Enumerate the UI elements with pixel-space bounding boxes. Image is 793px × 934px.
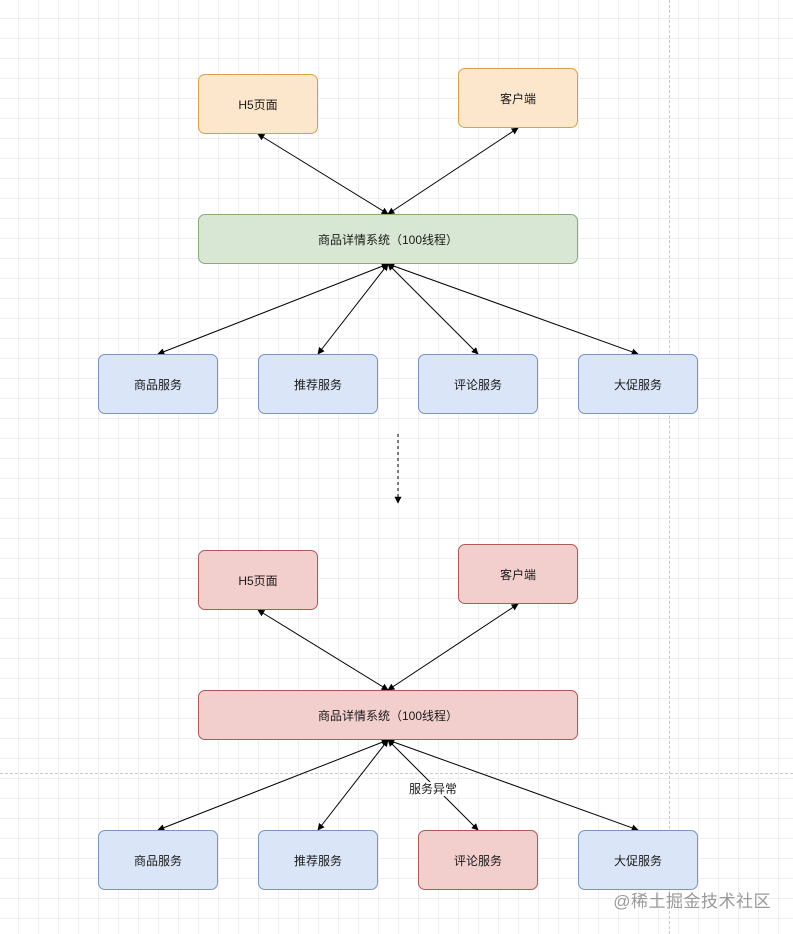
client-label: 客户端	[499, 91, 536, 106]
edge-detail-review	[387, 263, 479, 355]
review-service-node-failed[interactable]: 评论服务	[418, 830, 538, 890]
review-service-label: 评论服务	[453, 377, 502, 392]
promo-service-label: 大促服务	[613, 377, 662, 392]
edge-client-detail	[387, 127, 519, 215]
h5-page-label: H5页面	[238, 573, 278, 588]
detail-system-label: 商品详情系统（100线程）	[317, 232, 459, 247]
detail-system-node-failed[interactable]: 商品详情系统（100线程）	[198, 690, 578, 740]
h5-page-node-failed[interactable]: H5页面	[198, 550, 318, 610]
product-service-node[interactable]: 商品服务	[98, 354, 218, 414]
detail-system-label: 商品详情系统（100线程）	[317, 708, 459, 723]
service-error-label: 服务异常	[407, 782, 460, 796]
recommend-service-label: 推荐服务	[293, 377, 342, 392]
edge-h5-detail-2	[257, 609, 389, 691]
promo-service-label: 大促服务	[613, 853, 662, 868]
watermark: @稀土掘金技术社区	[613, 892, 771, 911]
product-service-label: 商品服务	[133, 377, 182, 392]
recommend-service-node[interactable]: 推荐服务	[258, 354, 378, 414]
recommend-service-label: 推荐服务	[293, 853, 342, 868]
detail-system-node[interactable]: 商品详情系统（100线程）	[198, 214, 578, 264]
product-service-node-2[interactable]: 商品服务	[98, 830, 218, 890]
edge-h5-detail	[257, 133, 389, 215]
edge-detail-promo	[387, 262, 639, 356]
edge-detail-promo-2	[387, 738, 639, 832]
review-service-label: 评论服务	[453, 853, 502, 868]
client-node-failed[interactable]: 客户端	[458, 544, 578, 604]
edge-detail-recommend-2	[317, 739, 389, 831]
review-service-node[interactable]: 评论服务	[418, 354, 538, 414]
h5-page-label: H5页面	[238, 97, 278, 112]
recommend-service-node-2[interactable]: 推荐服务	[258, 830, 378, 890]
client-label: 客户端	[499, 567, 536, 582]
edge-detail-recommend	[317, 263, 389, 355]
promo-service-node-2[interactable]: 大促服务	[578, 830, 698, 890]
h5-page-node[interactable]: H5页面	[198, 74, 318, 134]
edge-client-detail-2	[387, 603, 519, 691]
promo-service-node[interactable]: 大促服务	[578, 354, 698, 414]
product-service-label: 商品服务	[133, 853, 182, 868]
client-node[interactable]: 客户端	[458, 68, 578, 128]
vertical-guide-line	[669, 0, 670, 934]
